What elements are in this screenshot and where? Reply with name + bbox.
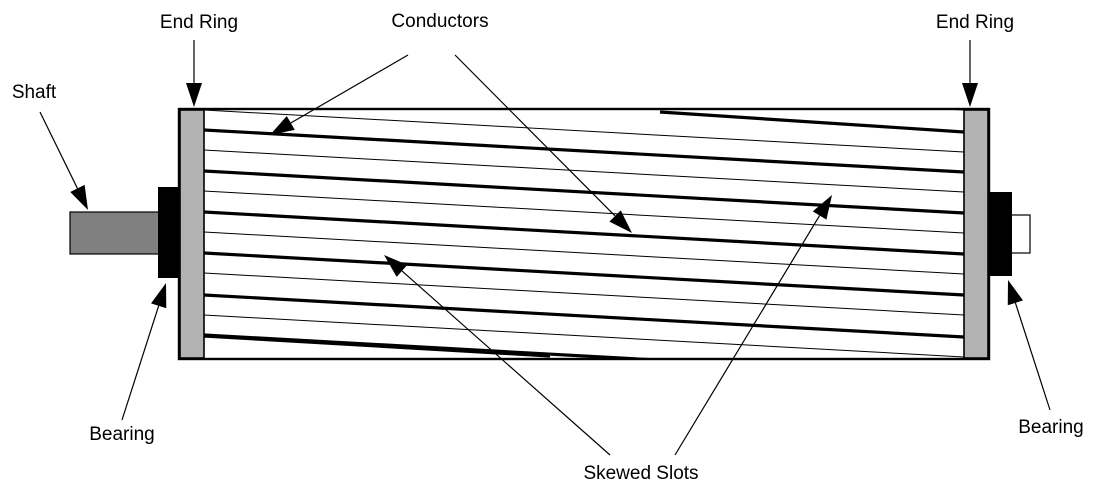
conductors-label: Conductors — [391, 11, 488, 32]
end-ring-right-arrow — [962, 40, 978, 107]
end-ring-left-label: End Ring — [160, 12, 238, 33]
slot-line — [204, 231, 964, 275]
bearing-right-arrow — [1007, 280, 1051, 411]
end-ring-right — [963, 109, 989, 359]
conductor-bar — [204, 334, 551, 358]
slot-line — [204, 149, 964, 193]
arrowhead-icon — [70, 184, 88, 210]
slot-line — [204, 190, 964, 234]
end-ring-right-label: End Ring — [936, 12, 1014, 33]
end-ring-left — [179, 109, 205, 359]
arrowhead-icon — [186, 83, 202, 107]
leader-line — [1014, 302, 1051, 411]
arrowhead-icon — [962, 83, 978, 107]
skewed-slots-arrow-2 — [674, 195, 832, 456]
bearing-left-label: Bearing — [89, 424, 155, 445]
skewed-slots-group — [204, 110, 964, 358]
bearing-right-label: Bearing — [1018, 417, 1084, 438]
conductor-bar — [204, 293, 964, 339]
arrowhead-icon — [609, 210, 632, 233]
conductor-bar — [204, 210, 964, 256]
arrowhead-icon — [151, 283, 167, 309]
arrowhead-icon — [270, 116, 295, 135]
leader-line — [674, 215, 821, 456]
slot-line — [204, 110, 964, 153]
leader-line — [121, 305, 160, 421]
shaft-label: Shaft — [12, 82, 57, 103]
conductors-arrow-2 — [454, 54, 632, 233]
arrowhead-icon — [812, 195, 832, 220]
leader-line — [290, 54, 409, 124]
slot-line — [204, 272, 964, 316]
end-ring-left-arrow — [186, 40, 202, 107]
conductor-bar — [204, 128, 964, 174]
conductor-bar — [659, 110, 964, 134]
skewed-slots-label: Skewed Slots — [583, 463, 698, 484]
bearing-right — [988, 192, 1012, 276]
leader-line — [454, 54, 616, 217]
bearing-left-arrow — [121, 283, 167, 421]
conductor-bar — [204, 169, 964, 215]
shaft-arrow — [39, 111, 88, 210]
leader-line — [401, 270, 611, 456]
arrowhead-icon — [1007, 280, 1023, 306]
skewed-slots-arrow-1 — [384, 255, 611, 456]
leader-line — [39, 111, 78, 189]
bearing-left — [158, 187, 180, 278]
slot-line — [954, 110, 964, 111]
slot-line — [204, 314, 964, 358]
arrowhead-icon — [384, 255, 408, 277]
shaft-right-stub — [1009, 214, 1031, 254]
shaft-left — [69, 211, 163, 255]
leader-lines-group — [39, 40, 1051, 456]
conductors-arrow-1 — [270, 54, 409, 135]
conductor-bar — [204, 251, 964, 297]
